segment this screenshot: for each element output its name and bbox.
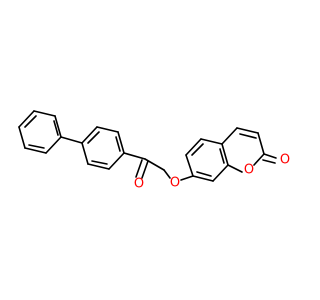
- bond: [24, 147, 47, 154]
- biphenyl-bond: [60, 136, 83, 144]
- bond: [227, 164, 243, 173]
- molecule-diagram: O O O O: [18, 110, 290, 192]
- bond: [96, 126, 119, 133]
- bond: [185, 154, 194, 177]
- bond: [81, 142, 89, 165]
- bond: [45, 136, 62, 154]
- double-bond-inner: [28, 144, 45, 149]
- bond: [221, 127, 238, 145]
- double-bond-inner: [239, 133, 257, 139]
- bond: [54, 115, 62, 138]
- double-bond-inner: [24, 115, 37, 128]
- pyranone-ring: [221, 127, 265, 173]
- coumarin-benzo-ring: [185, 138, 229, 182]
- bond: [257, 132, 265, 155]
- double-bond-inner: [115, 136, 121, 152]
- lactone-carbonyl-bond: [263, 153, 277, 159]
- bond: [81, 126, 98, 144]
- structure-canvas: O O O O: [18, 110, 291, 192]
- double-bond-inner: [191, 143, 204, 156]
- bond: [192, 175, 214, 182]
- ether-oxygen-label: O: [170, 176, 180, 191]
- bond: [18, 126, 26, 149]
- double-bond-inner: [87, 131, 100, 144]
- bond: [236, 127, 259, 134]
- bond: [18, 110, 35, 128]
- ether-bond: [163, 169, 171, 179]
- lactone-oxygen-label: O: [280, 153, 290, 168]
- bond: [253, 153, 265, 166]
- bond: [200, 138, 223, 145]
- ring-oxygen-label: O: [244, 163, 254, 178]
- double-bond-inner: [53, 120, 59, 136]
- methylene-bond: [144, 158, 165, 171]
- bond: [221, 143, 229, 166]
- double-bond-inner: [219, 148, 225, 164]
- double-bond-inner: [196, 171, 212, 177]
- bond: [212, 164, 229, 182]
- bond: [117, 131, 125, 154]
- carbonyl-double-bond: [135, 159, 143, 178]
- carbonyl-double-bond: [141, 160, 149, 179]
- aryl-carbonyl-bond: [123, 152, 146, 160]
- bond: [33, 110, 56, 117]
- phenylene-ring: [81, 126, 125, 170]
- ketone-oxygen-label: O: [134, 177, 144, 192]
- lactone-carbonyl-bond: [262, 159, 276, 164]
- bond: [108, 152, 125, 170]
- bond: [87, 163, 110, 170]
- double-bond-inner: [91, 160, 108, 165]
- bond: [185, 138, 202, 156]
- ether-bond: [180, 175, 194, 181]
- phenyl-ring: [18, 110, 62, 154]
